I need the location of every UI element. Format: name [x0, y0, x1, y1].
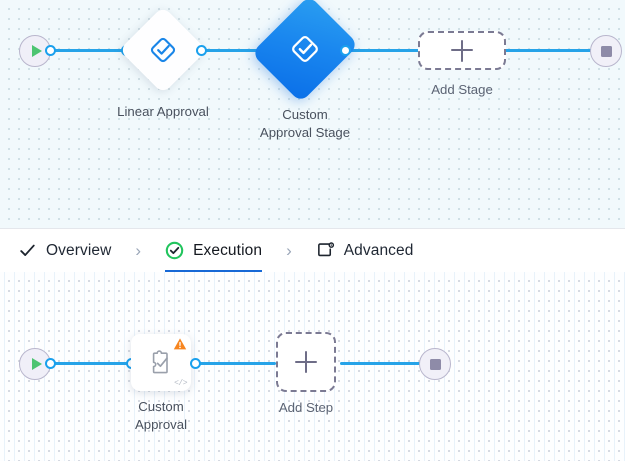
code-badge-icon: </> — [174, 379, 187, 388]
add-stage-label: Add Stage — [431, 82, 493, 97]
tab-label-advanced: Advanced — [343, 241, 414, 259]
check-icon — [20, 244, 35, 256]
stop-icon — [600, 45, 612, 57]
stop-icon — [429, 358, 441, 370]
stage-node-linear-approval[interactable] — [119, 6, 207, 94]
play-icon — [31, 358, 42, 370]
tab-underline-execution — [165, 269, 263, 273]
warning-icon — [173, 338, 187, 350]
edge-start-to-custom-approval — [46, 362, 131, 365]
designer-tab-bar: Overview › Execution › Advanced — [0, 228, 625, 273]
step-end-node[interactable] — [419, 348, 451, 380]
add-stage-button[interactable] — [418, 31, 506, 70]
stage-start-node[interactable] — [19, 35, 51, 67]
tab-execution[interactable]: Execution — [165, 229, 263, 273]
stage-start-output-port[interactable] — [45, 45, 56, 56]
step-node-label-custom-approval: Custom Approval — [134, 399, 188, 432]
step-start-node[interactable] — [19, 348, 51, 380]
approval-diamond-icon — [150, 37, 176, 63]
plus-icon — [451, 39, 473, 62]
step-node-custom-approval[interactable]: </> — [131, 334, 191, 391]
window-gear-icon — [317, 242, 334, 257]
stage-node-label-linear-approval: Linear Approval — [117, 104, 209, 119]
add-step-label: Add Step — [278, 400, 334, 415]
linear-approval-output-port[interactable] — [196, 45, 207, 56]
plus-icon — [295, 351, 317, 373]
stage-end-node[interactable] — [590, 35, 622, 67]
approval-diamond-icon — [292, 36, 318, 62]
custom-approval-stage-output-port[interactable] — [340, 45, 351, 56]
tab-label-overview: Overview — [46, 241, 112, 259]
tab-advanced[interactable]: Advanced — [316, 229, 414, 273]
stage-designer-canvas[interactable]: Linear Approval Custom Approval Stage Ad… — [0, 0, 625, 228]
edge-linear-approval-to-custom-approval-stage — [201, 49, 271, 52]
tab-overview[interactable]: Overview — [18, 229, 111, 273]
step-start-output-port[interactable] — [45, 358, 56, 369]
stage-node-label-custom-approval-stage: Custom Approval Stage — [259, 107, 351, 140]
edge-custom-approval-to-add-step — [196, 362, 276, 365]
custom-approval-output-port[interactable] — [190, 358, 201, 369]
stage-node-custom-approval-stage[interactable] — [251, 0, 359, 103]
add-step-button[interactable] — [276, 332, 336, 392]
tab-separator-2: › — [286, 241, 292, 260]
edge-add-step-to-end — [340, 362, 425, 365]
play-icon — [31, 45, 42, 57]
edge-start-to-linear-approval — [46, 49, 126, 52]
edge-add-stage-to-end — [505, 49, 595, 52]
step-icon-wrap — [131, 334, 191, 391]
tab-label-execution: Execution — [193, 241, 263, 259]
step-designer-canvas[interactable]: </> Custom Approval Add Step — [0, 272, 625, 461]
edge-custom-approval-stage-to-add-stage — [345, 49, 419, 52]
check-circle-icon — [165, 241, 184, 260]
tab-separator-1: › — [135, 241, 142, 260]
puzzle-check-icon — [152, 349, 168, 373]
